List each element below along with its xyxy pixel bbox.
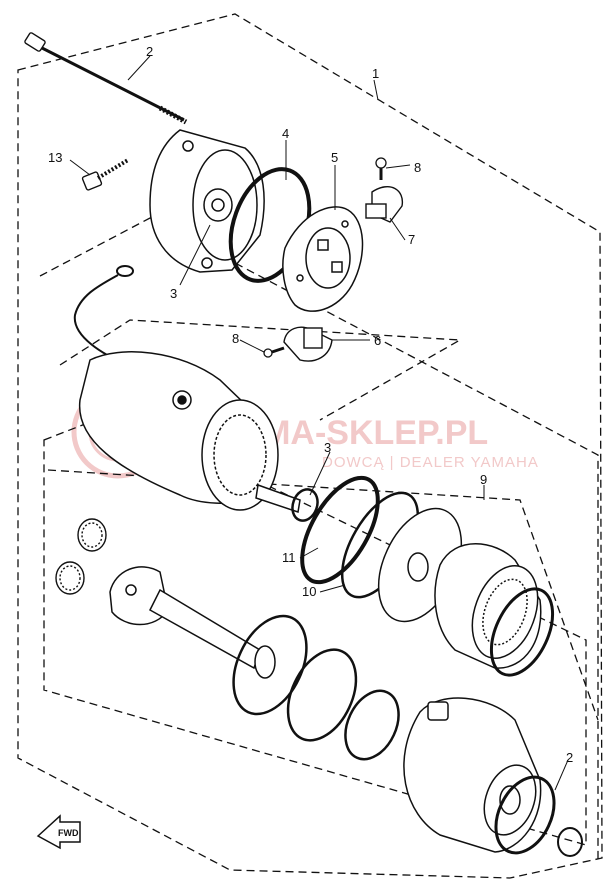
output-shaft xyxy=(109,566,276,679)
rear-cover xyxy=(403,697,542,853)
callout-8-lower: 8 xyxy=(232,331,239,346)
o-ring-2-lower xyxy=(494,775,556,855)
washer-3-lower xyxy=(291,488,319,522)
watermark-tagline: DOWCĄ | DEALER YAMAHA xyxy=(322,454,539,471)
callout-11: 11 xyxy=(282,550,296,565)
callout-2-lower: 2 xyxy=(566,750,573,765)
callout-9: 9 xyxy=(480,472,487,487)
washer-medium xyxy=(286,648,358,742)
callout-3-lower: 3 xyxy=(324,440,331,455)
inner-outline xyxy=(39,217,599,860)
o-ring-housing xyxy=(489,587,555,677)
inner-outline-2 xyxy=(43,411,587,846)
front-cover xyxy=(149,129,265,273)
brush-holder-plate-5 xyxy=(282,206,364,312)
circlip xyxy=(557,827,583,857)
yoke-assembly xyxy=(78,351,301,513)
planet-gear-2 xyxy=(55,561,85,595)
callout-6: 6 xyxy=(374,333,381,348)
callout-1: 1 xyxy=(372,66,379,81)
callout-4: 4 xyxy=(282,126,289,141)
screw-13 xyxy=(81,158,130,191)
planet-gear-1 xyxy=(77,518,107,552)
callout-13: 13 xyxy=(48,150,62,165)
callout-2-top: 2 xyxy=(146,44,153,59)
callout-7: 7 xyxy=(408,232,415,247)
callout-8-top: 8 xyxy=(414,160,421,175)
assembly-outline-1 xyxy=(17,13,603,879)
washer-small xyxy=(344,689,400,761)
screw-8-top xyxy=(375,157,387,180)
callout-10: 10 xyxy=(302,584,316,599)
washer-large xyxy=(232,614,308,716)
screw-8-lower xyxy=(263,346,285,358)
callout-5: 5 xyxy=(331,150,338,165)
callout-3-top: 3 xyxy=(170,286,177,301)
callouts: 1 2 13 4 5 8 7 3 8 6 3 9 11 10 2 xyxy=(48,44,573,765)
forward-arrow-label: FWD xyxy=(58,828,79,838)
through-bolt-top xyxy=(24,32,188,125)
leader-lines xyxy=(69,55,569,791)
brush-7 xyxy=(365,186,404,223)
forward-arrow-icon: FWD xyxy=(36,814,81,850)
o-ring-11 xyxy=(300,475,380,585)
